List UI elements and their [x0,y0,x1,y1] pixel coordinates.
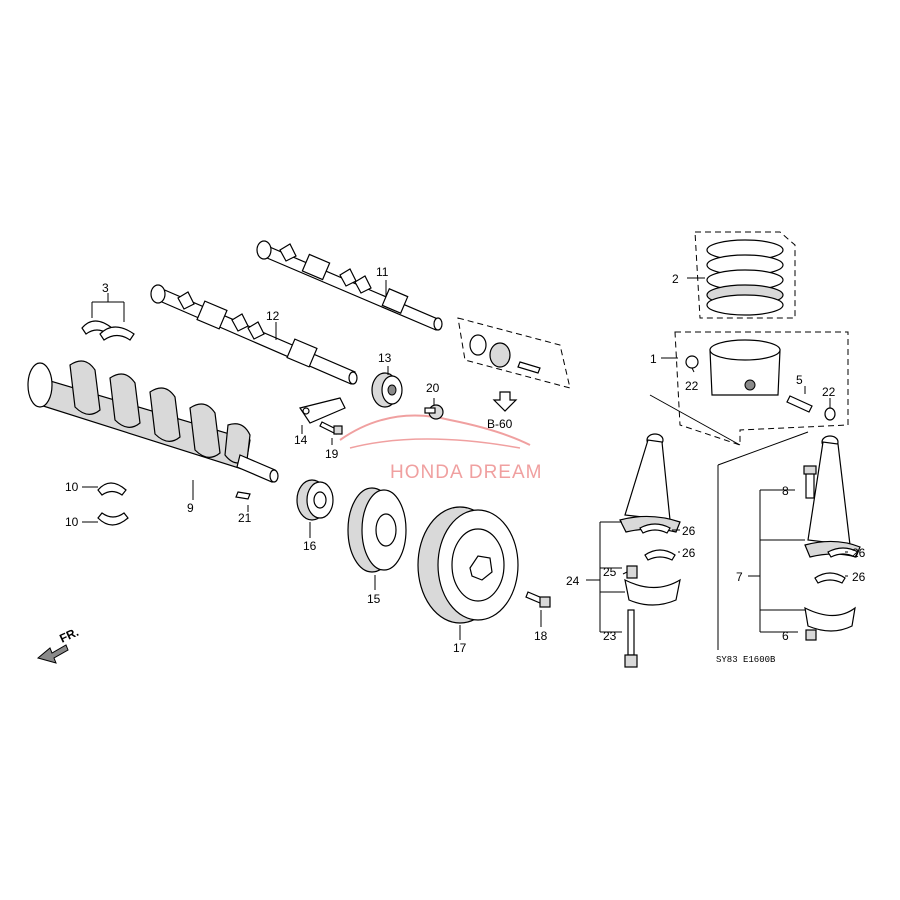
callout-26-a: 26 [682,524,696,538]
camshaft-12[interactable] [150,284,358,385]
callout-9: 9 [187,501,194,515]
callout-26-b: 26 [682,546,696,560]
callout-12: 12 [266,309,280,323]
bracket-14[interactable] [299,397,346,424]
timing-pulley-15[interactable] [347,487,407,573]
callout-10-upper: 10 [65,480,79,494]
woodruff-key-21[interactable] [235,491,251,500]
callout-13: 13 [378,351,392,365]
connecting-rod-assembly-24[interactable] [619,433,681,606]
connecting-rod-assembly-7[interactable] [804,435,861,632]
callout-5: 5 [796,373,803,387]
rod-nut-6[interactable] [805,629,817,641]
piston-pin-clip-22-right[interactable] [824,407,836,421]
callout-20: 20 [426,381,440,395]
piston-assembly-1[interactable] [674,331,849,446]
callout-14: 14 [294,433,308,447]
callout-7: 7 [736,570,743,584]
callout-1: 1 [650,352,657,366]
bolt-20[interactable] [424,404,444,420]
pulley-bolt-18[interactable] [525,591,551,608]
bracket-24 [586,521,625,633]
callout-8: 8 [782,484,789,498]
rod-bearing-26-d[interactable] [814,572,846,584]
leader-lines [82,277,848,640]
rod-bolt-23[interactable] [624,609,638,668]
callout-10-lower: 10 [65,515,79,529]
main-bearing-3[interactable] [81,320,135,341]
callout-2: 2 [672,272,679,286]
callout-16: 16 [303,539,317,553]
reference-b60[interactable]: B-60 [487,417,513,431]
callout-21: 21 [238,511,252,525]
callout-22-right: 22 [822,385,836,399]
callout-26-d: 26 [852,570,866,584]
rod-bearing-26-b[interactable] [644,549,676,561]
crankshaft-pulley-16[interactable] [296,479,334,521]
bolt-19[interactable] [319,421,343,435]
callout-24: 24 [566,574,580,588]
piston-pin-clip-22-left[interactable] [685,355,699,369]
rod-bearing-26-c[interactable] [827,547,859,558]
watermark-logo: HONDA DREAM [339,414,542,483]
callout-22-left: 22 [685,379,699,393]
front-direction-indicator: FR. [36,625,81,664]
callout-26-c: 26 [852,546,866,560]
crankshaft-9[interactable] [27,360,279,483]
callout-25: 25 [603,565,617,579]
callout-18: 18 [534,629,548,643]
callout-3: 3 [102,281,109,295]
diagram-code: SY83 E1600B [716,655,776,665]
rod-nut-25[interactable] [626,565,638,579]
callout-6: 6 [782,629,789,643]
crank-pulley-17[interactable] [417,506,519,624]
front-direction-label: FR. [57,625,80,646]
camshaft-11[interactable] [256,240,443,331]
callout-17: 17 [453,641,467,655]
piston-ring-set-2[interactable] [694,231,796,319]
callout-23: 23 [603,629,617,643]
main-bearing-10-lower[interactable] [97,512,129,526]
callout-11: 11 [376,265,389,279]
camshaft-pulley-13[interactable] [371,372,403,408]
piston-pin-5[interactable] [786,395,813,413]
reference-group-b60 [457,317,571,412]
watermark-text: HONDA DREAM [390,462,542,483]
bracket-7 [748,489,805,633]
rod-bearing-26-a[interactable] [639,523,671,534]
divider-lines [649,394,809,650]
callout-15: 15 [367,592,381,606]
rod-bolt-8[interactable] [803,465,817,499]
main-bearing-10-upper[interactable] [97,482,127,496]
callout-19: 19 [325,447,339,461]
